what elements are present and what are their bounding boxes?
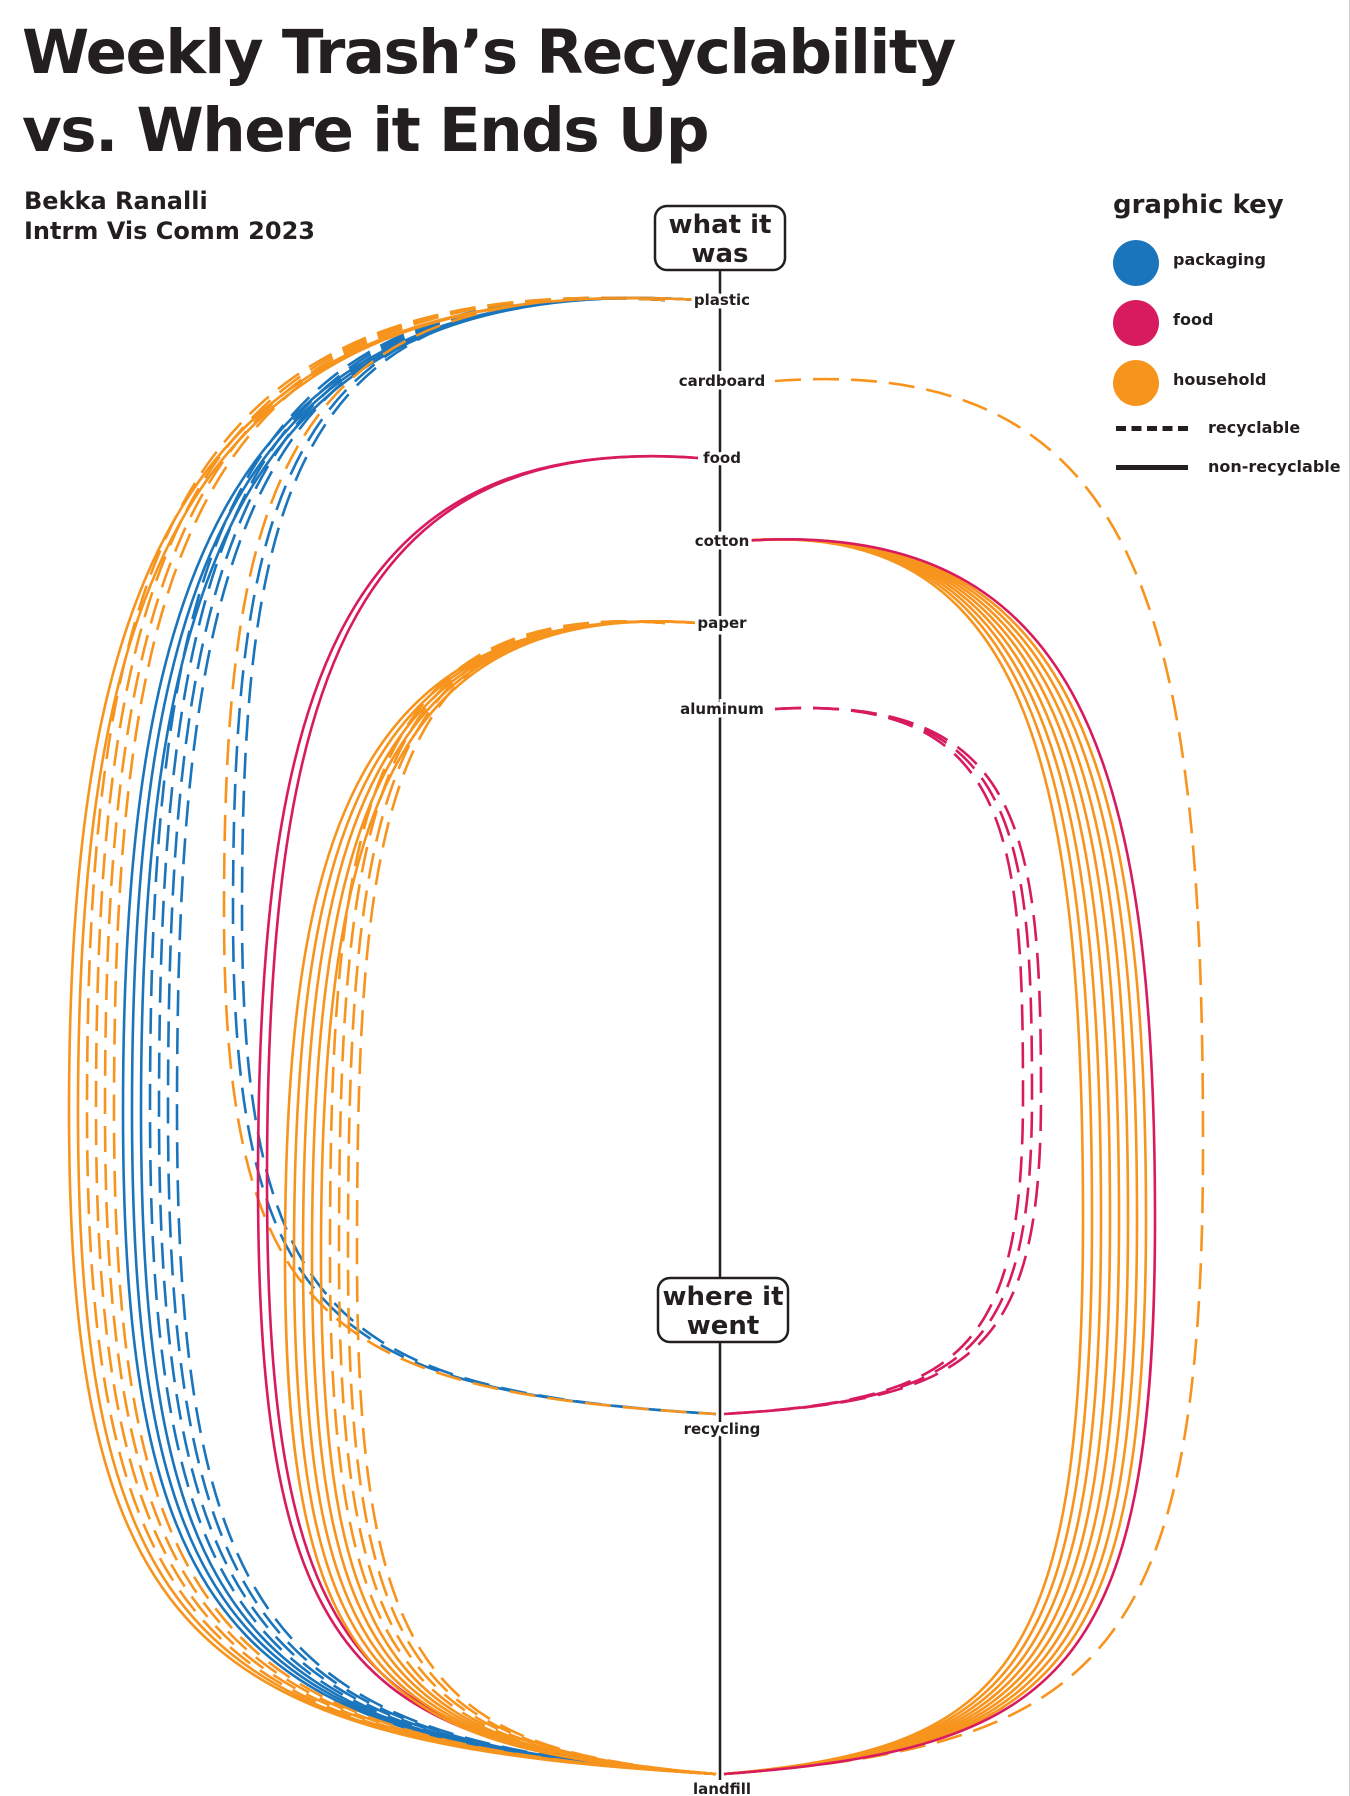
flow-arcs — [67, 296, 1205, 1776]
household-label: household — [1173, 370, 1267, 389]
flow-arc-paper-to-landfill-household-non-recyclable — [310, 620, 717, 1776]
flow-arc-plastic-to-landfill-packaging-non-recyclable — [121, 296, 717, 1776]
flow-arc-cotton-to-landfill-household-non-recyclable — [723, 538, 1112, 1776]
packaging-swatch — [1113, 240, 1159, 286]
flow-arc-plastic-to-recycling-household-recyclable — [222, 297, 717, 1416]
where-it-went-line-1: where it — [662, 1282, 783, 1312]
solid-line-swatch — [1116, 465, 1188, 470]
flow-arc-plastic-to-landfill-packaging-recyclable — [166, 296, 717, 1776]
key-item-food: food — [1110, 294, 1350, 354]
flow-arc-paper-to-landfill-household-recyclable — [328, 620, 717, 1776]
node-label-plastic: plastic — [694, 291, 750, 309]
key-item-recyclable: recyclable — [1110, 414, 1350, 453]
packaging-label: packaging — [1173, 250, 1266, 269]
flow-arc-plastic-to-recycling-packaging-recyclable — [231, 297, 717, 1416]
food-swatch — [1113, 300, 1159, 346]
graphic-key: graphic key packaging food household rec… — [1110, 190, 1350, 492]
author-name: Bekka Ranalli — [24, 187, 208, 215]
flow-arc-plastic-to-landfill-household-recyclable — [94, 296, 717, 1776]
what-it-was-line-1: what it — [669, 210, 772, 240]
flow-arc-cotton-to-landfill-household-non-recyclable — [723, 538, 1139, 1776]
node-label-food: food — [703, 449, 741, 467]
flow-arc-plastic-to-landfill-household-recyclable — [85, 296, 717, 1776]
flow-arc-plastic-to-landfill-packaging-non-recyclable — [130, 296, 717, 1776]
non-recyclable-label: non-recyclable — [1208, 457, 1341, 476]
flow-arc-cotton-to-landfill-household-non-recyclable — [723, 538, 1085, 1776]
course-name: Intrm Vis Comm 2023 — [24, 217, 315, 245]
what-it-was-box: what it was — [653, 204, 787, 272]
flow-arc-cotton-to-landfill-household-non-recyclable — [723, 538, 1121, 1776]
node-label-aluminum: aluminum — [680, 700, 764, 718]
what-it-was-frame — [653, 204, 787, 272]
flow-arc-cotton-to-landfill-household-non-recyclable — [723, 538, 1094, 1776]
key-item-non-recyclable: non-recyclable — [1110, 453, 1350, 492]
household-swatch — [1113, 360, 1159, 406]
flow-arc-cotton-to-landfill-household-non-recyclable — [723, 538, 1130, 1776]
flow-arc-paper-to-landfill-household-non-recyclable — [292, 620, 717, 1776]
flow-arc-plastic-to-landfill-packaging-recyclable — [157, 296, 717, 1776]
flow-arc-paper-to-landfill-household-non-recyclable — [283, 620, 717, 1776]
flow-arc-plastic-to-landfill-household-non-recyclable — [76, 296, 717, 1776]
node-label-paper: paper — [697, 614, 747, 632]
what-it-was-line-2: was — [691, 239, 748, 269]
chart-title: Weekly Trash’s Recyclability vs. Where i… — [22, 14, 956, 170]
flow-arc-plastic-to-landfill-packaging-recyclable — [175, 296, 717, 1776]
flow-arc-cotton-to-landfill-food-non-recyclable — [723, 538, 1157, 1776]
flow-arc-aluminum-to-recycling-food-recyclable — [723, 706, 1034, 1416]
flow-arc-paper-to-landfill-household-non-recyclable — [319, 620, 717, 1776]
flow-arc-plastic-to-landfill-household-non-recyclable — [67, 296, 717, 1776]
key-item-household: household — [1110, 354, 1350, 414]
author-credit: Bekka Ranalli Intrm Vis Comm 2023 — [24, 186, 315, 246]
flow-arc-plastic-to-recycling-packaging-recyclable — [240, 297, 717, 1416]
flow-arc-aluminum-to-recycling-food-recyclable — [723, 706, 1025, 1416]
where-it-went-box: where it went — [656, 1276, 790, 1344]
title-line-1: Weekly Trash’s Recyclability — [22, 17, 956, 88]
flow-arc-cardboard-to-landfill-household-recyclable — [723, 377, 1205, 1776]
node-label-cotton: cotton — [695, 532, 750, 550]
node-label-cardboard: cardboard — [679, 372, 765, 390]
key-title: graphic key — [1113, 190, 1284, 220]
flow-arc-paper-to-landfill-household-recyclable — [355, 620, 717, 1776]
node-label-recycling: recycling — [684, 1420, 761, 1438]
recyclable-label: recyclable — [1208, 418, 1301, 437]
where-it-went-line-2: went — [687, 1311, 760, 1341]
flow-arc-paper-to-landfill-household-recyclable — [346, 620, 717, 1776]
title-line-2: vs. Where it Ends Up — [22, 95, 710, 166]
flow-arc-cotton-to-landfill-household-non-recyclable — [723, 538, 1148, 1776]
flow-arc-plastic-to-landfill-packaging-recyclable — [148, 296, 717, 1776]
flow-arc-paper-to-landfill-household-recyclable — [337, 620, 717, 1776]
flow-arc-cotton-to-landfill-household-non-recyclable — [723, 538, 1103, 1776]
where-it-went-frame — [656, 1276, 790, 1344]
node-labels: plastic cardboard food cotton paper aluminum r… — [675, 288, 768, 1796]
food-label: food — [1173, 310, 1214, 329]
dashed-line-swatch — [1116, 426, 1188, 431]
node-label-landfill: landfill — [693, 1780, 751, 1796]
flow-arc-paper-to-landfill-household-non-recyclable — [301, 620, 717, 1776]
flow-arc-plastic-to-landfill-household-recyclable — [103, 296, 717, 1776]
key-item-packaging: packaging — [1110, 234, 1350, 294]
